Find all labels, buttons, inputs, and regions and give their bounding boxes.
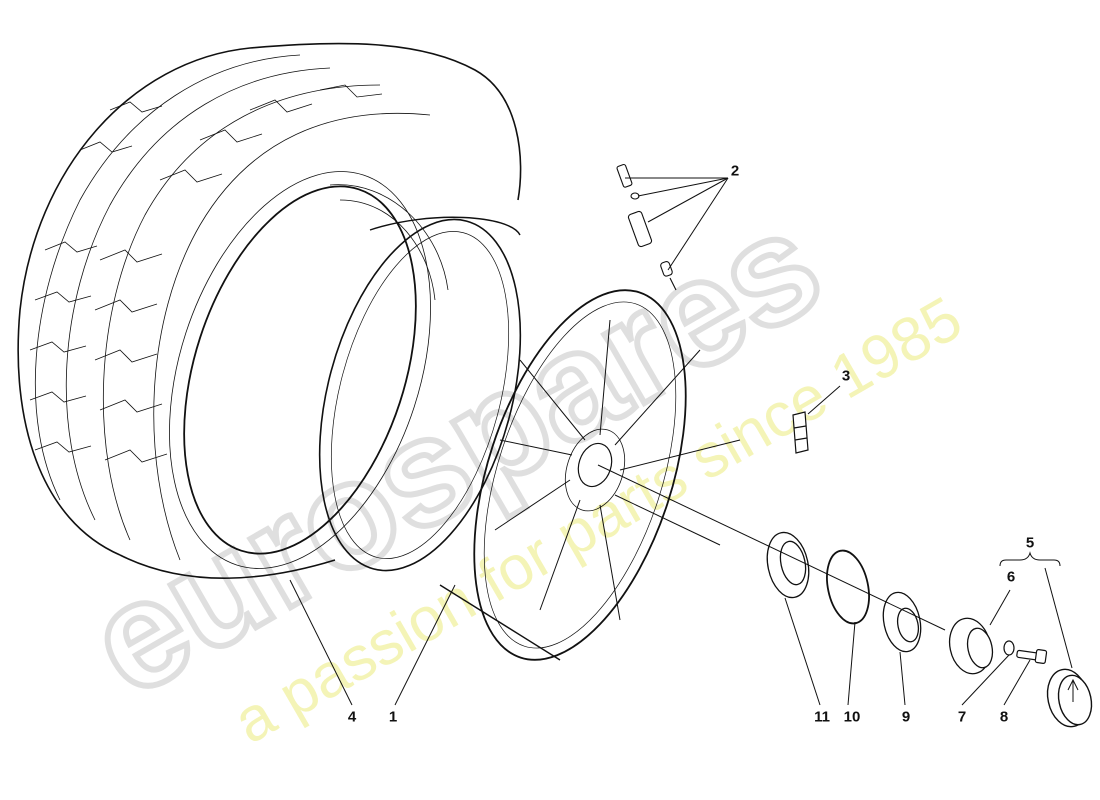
watermark: eurospares a passion for parts since 198… [59,175,973,757]
locking-ring [948,617,994,675]
hub-cap [1046,668,1093,728]
wheel-rim [318,216,741,661]
callout-1: 1 [388,708,398,726]
callout-4: 4 [347,708,357,726]
balance-weight [792,411,809,454]
tyre-valve [616,163,677,291]
o-ring [826,549,870,625]
assembly-axis [597,464,946,631]
wheel-nut [882,591,922,653]
callout-2: 2 [730,162,740,180]
callout-10: 10 [843,708,861,726]
tyre [17,42,522,579]
callout-6: 6 [1006,568,1016,586]
washer [1003,640,1015,656]
leader-lines [289,177,1073,706]
callout-5: 5 [1025,534,1035,552]
callout-9: 9 [901,708,911,726]
callout-8: 8 [999,708,1009,726]
spacer-ring [766,531,810,599]
callout-7: 7 [957,708,967,726]
screw [1016,649,1048,664]
callout-11: 11 [814,708,830,726]
callout-3: 3 [841,367,851,385]
